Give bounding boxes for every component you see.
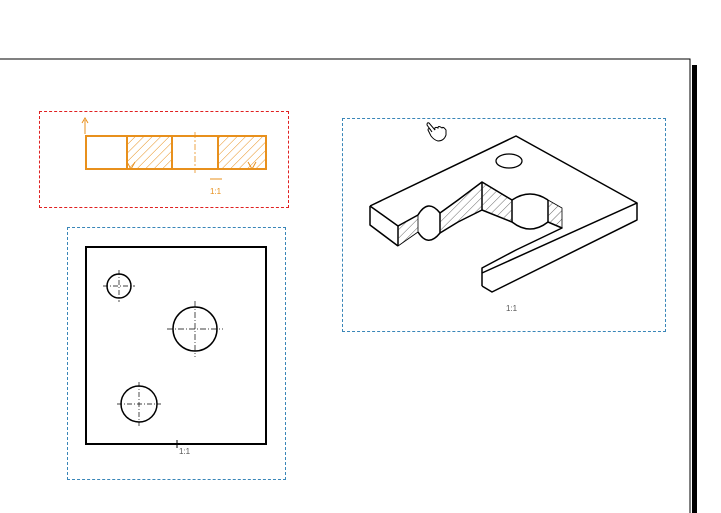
section-view-frame[interactable] [39,111,289,208]
sheet-border [0,58,697,513]
section-view-geometry[interactable] [81,117,267,180]
isometric-view-frame[interactable] [342,118,666,332]
isometric-view-scale-label: 1:1 [506,304,518,313]
top-view-scale-label: 1:1 [179,447,191,456]
hand-pointer-icon [426,122,447,142]
top-view-geometry[interactable] [85,246,267,448]
section-view-scale-label: 1:1 [210,187,222,196]
top-view-frame[interactable] [67,227,286,480]
isometric-view-geometry[interactable] [369,135,638,293]
